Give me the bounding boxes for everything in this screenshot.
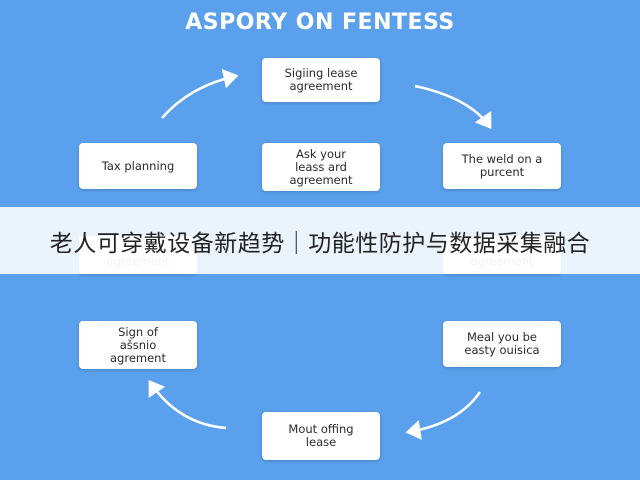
node-center-line-1: Ask your	[295, 146, 347, 161]
node-left-lower-line-1: Sign of	[118, 324, 158, 339]
diagram-title: ASPORY ON FENTESS	[185, 10, 455, 35]
node-center: Ask your leass ard agreement	[262, 143, 380, 191]
node-right-upper: The weld on a purcent	[443, 143, 561, 189]
node-left-lower-line-3: agrement	[110, 350, 166, 365]
node-bottom-line-1: Mout offing	[288, 422, 354, 436]
arrow-top-left	[161, 68, 239, 119]
node-center-line-3: agreement	[289, 172, 353, 187]
node-left-lower-line-2: ašsnio	[119, 337, 157, 352]
node-bottom-line-2: lease	[305, 435, 337, 449]
node-top-line-1: Sigiing lease	[284, 66, 358, 80]
node-right-lower-line-2: easty ouisica	[464, 343, 540, 357]
node-top: Sigiing lease agreement	[262, 58, 380, 102]
caption-banner-text: 老人可穿戴设备新趋势｜功能性防护与数据采集融合	[49, 230, 591, 257]
node-right-lower: Meal you be easty ouisica	[443, 321, 561, 367]
node-right-upper-line-1: The weld on a	[461, 152, 543, 166]
node-left-upper: Tax planning	[79, 143, 197, 189]
node-center-line-2: leass ard	[295, 159, 347, 174]
node-top-line-2: agreement	[289, 79, 353, 93]
arrow-top-right	[414, 84, 492, 130]
node-left-upper-line-1: Tax planning	[101, 158, 175, 173]
arrow-bottom-right	[405, 391, 482, 440]
arrow-bottom-left	[148, 379, 227, 430]
node-right-lower-line-1: Meal you be	[466, 330, 538, 344]
node-bottom: Mout offing lease	[262, 412, 380, 460]
caption-banner: 老人可穿戴设备新趋势｜功能性防护与数据采集融合	[0, 207, 640, 274]
node-right-upper-line-2: purcent	[479, 165, 525, 179]
node-left-lower: Sign of ašsnio agrement	[79, 321, 197, 369]
